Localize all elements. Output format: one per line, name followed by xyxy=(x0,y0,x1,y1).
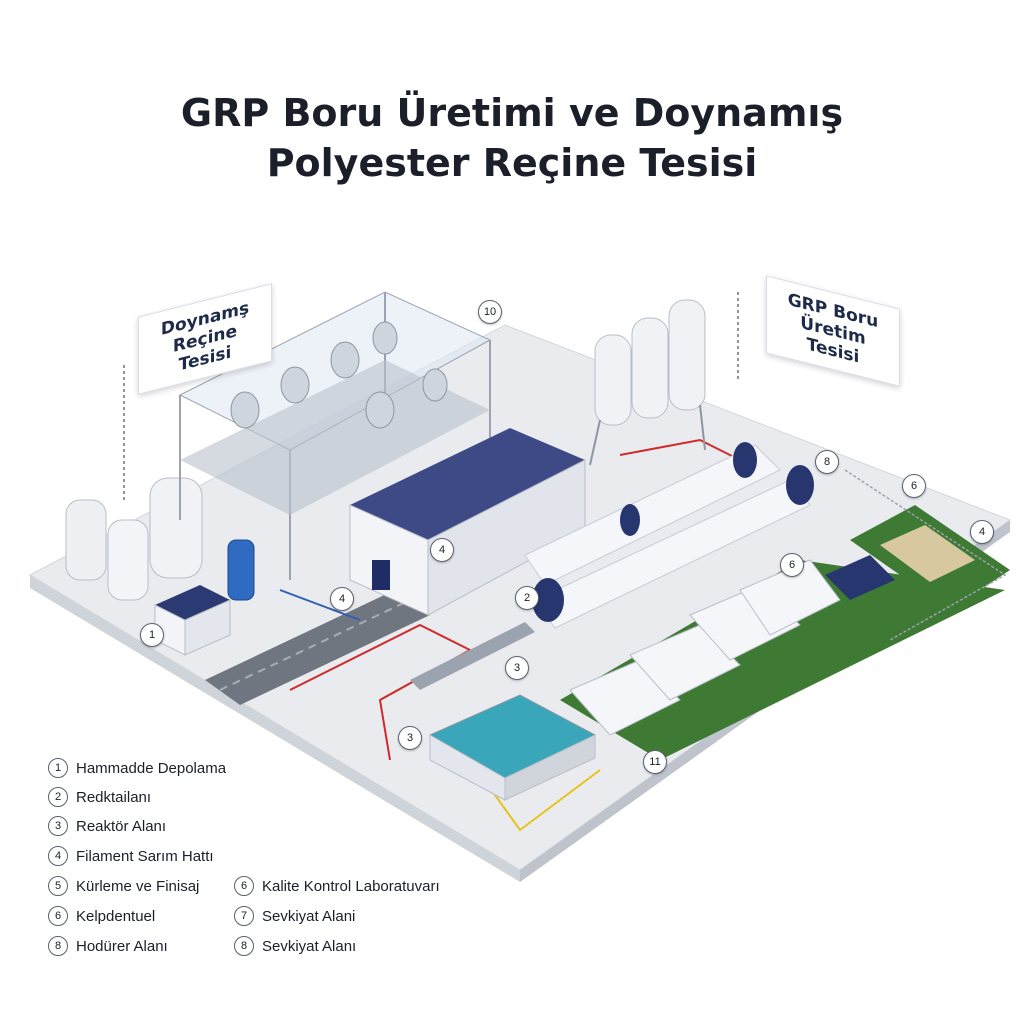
legend-number: 8 xyxy=(48,936,68,956)
legend-number: 6 xyxy=(48,906,68,926)
curing-area xyxy=(825,525,975,600)
legend-number: 2 xyxy=(48,787,68,807)
marker-10: 10 xyxy=(478,300,502,324)
title-line-1: GRP Boru Üretimi ve Doynamış xyxy=(180,91,844,135)
legend-label: Redktailanı xyxy=(76,788,152,806)
marker-3-conveyor: 3 xyxy=(505,656,529,680)
marker-6-fence: 6 xyxy=(902,474,926,498)
legend-item: 7 Sevkiyat Alani xyxy=(234,906,355,926)
floor-slab-edge xyxy=(30,575,520,882)
legend-item: 8 Hodürer Alanı xyxy=(48,936,168,956)
legend-item: 6 Kalite Kontrol Laboratuvarı xyxy=(234,876,440,896)
marker-4-road: 4 xyxy=(330,587,354,611)
legend-number: 4 xyxy=(48,846,68,866)
legend-label: Kürleme ve Finisaj xyxy=(76,877,200,895)
legend-label: Reaktör Alanı xyxy=(76,817,167,835)
raw-material-tanks xyxy=(65,477,255,601)
legend-label: Sevkiyat Alanı xyxy=(262,937,357,955)
legend-item: 1 Hammadde Depolama xyxy=(48,758,226,778)
road-stripe xyxy=(219,599,411,691)
marker-1: 1 xyxy=(140,623,164,647)
legend-number: 8 xyxy=(234,936,254,956)
legend-label: Hodürer Alanı xyxy=(76,937,168,955)
road xyxy=(205,590,430,705)
legend-item: 6 Kelpdentuel xyxy=(48,906,155,926)
legend-item: 4 Filament Sarım Hattı xyxy=(48,846,214,866)
marker-11: 11 xyxy=(643,750,667,774)
legend-item: 3 Reaktör Alanı xyxy=(48,816,166,836)
legend-number: 3 xyxy=(48,816,68,836)
perimeter-fence xyxy=(844,469,1007,641)
legend-label: Kelpdentuel xyxy=(76,907,156,925)
grass-area xyxy=(560,560,1005,760)
title-line-2: Polyester Reçine Tesisi xyxy=(266,141,758,185)
legend-label: Kalite Kontrol Laboratuvarı xyxy=(262,877,440,895)
conveyor xyxy=(410,622,535,690)
marker-2: 2 xyxy=(515,586,539,610)
central-building xyxy=(349,428,586,616)
legend-label: Filament Sarım Hattı xyxy=(76,847,214,865)
marker-6-grass: 6 xyxy=(780,553,804,577)
cooling-basin xyxy=(428,694,597,801)
legend-number: 1 xyxy=(48,758,68,778)
diagram-title: GRP Boru Üretimi ve Doynamış Polyester R… xyxy=(0,88,1024,188)
blue-line xyxy=(279,589,361,621)
legend-number: 5 xyxy=(48,876,68,896)
legend-item: 2 Redktailanı xyxy=(48,787,151,807)
legend-item: 8 Sevkiyat Alanı xyxy=(234,936,356,956)
marker-4-right: 4 xyxy=(970,520,994,544)
legend-number: 6 xyxy=(234,876,254,896)
legend-number: 7 xyxy=(234,906,254,926)
guard-house xyxy=(154,585,231,656)
pipe-stacks xyxy=(569,559,841,736)
legend-item: 5 Kürleme ve Finisaj xyxy=(48,876,199,896)
marker-8: 8 xyxy=(815,450,839,474)
silos xyxy=(589,299,706,466)
legend-label: Hammadde Depolama xyxy=(76,759,227,777)
marker-4-building: 4 xyxy=(430,538,454,562)
marker-3-basin: 3 xyxy=(398,726,422,750)
resin-plant-structure xyxy=(178,291,492,580)
legend-label: Sevkiyat Alani xyxy=(262,907,356,925)
filament-winding-line xyxy=(524,442,814,629)
